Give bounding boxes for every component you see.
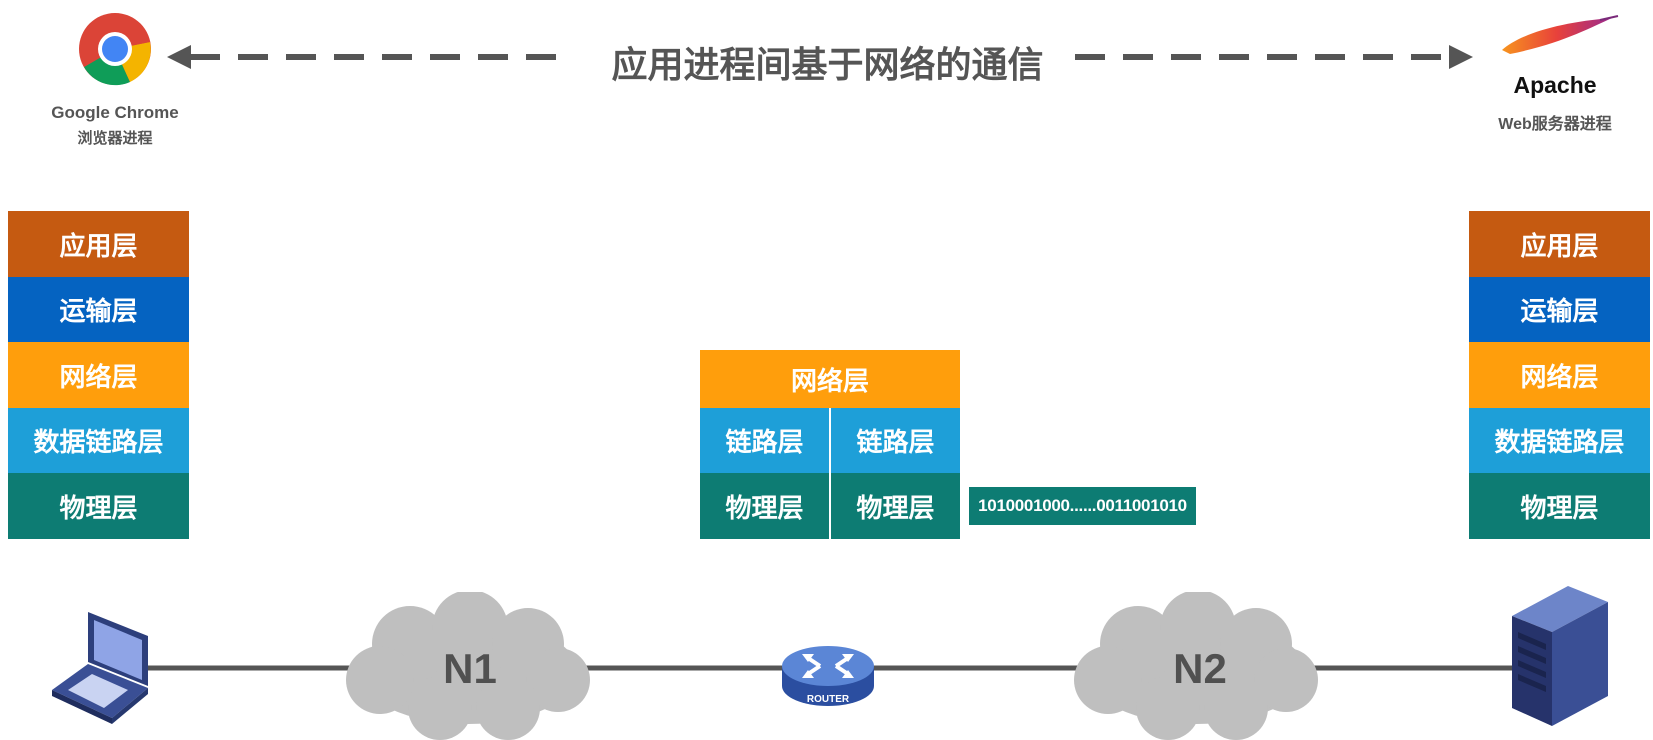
left-app-name: Google Chrome <box>51 103 179 122</box>
laptop-icon <box>52 612 148 724</box>
left-network-layer: 网络层 <box>8 342 189 408</box>
right-transport-layer: 运输层 <box>1469 277 1650 342</box>
bitstream-label: 1010001000......0011001010 <box>969 487 1196 525</box>
right-application-layer: 应用层 <box>1469 211 1650 277</box>
router-link-layer-right: 链路层 <box>831 408 960 473</box>
left-physical-layer: 物理层 <box>8 473 189 539</box>
chrome-logo-icon <box>78 12 152 86</box>
right-physical-layer: 物理层 <box>1469 473 1650 539</box>
cloud-n1 <box>346 592 590 740</box>
server-icon <box>1512 586 1608 726</box>
router-physical-layer-left: 物理层 <box>700 473 829 539</box>
cloud-n2-label: N2 <box>1173 645 1227 692</box>
apache-feather-icon <box>1500 14 1620 58</box>
right-datalink-layer: 数据链路层 <box>1469 408 1650 473</box>
cloud-n2 <box>1074 592 1318 740</box>
cloud-n1-label: N1 <box>443 645 497 692</box>
right-network-layer: 网络层 <box>1469 342 1650 408</box>
communication-arrow <box>167 45 1473 69</box>
page-title: 应用进程间基于网络的通信 <box>611 45 1044 86</box>
router-physical-layer-right: 物理层 <box>831 473 960 539</box>
left-app-desc: 浏览器进程 <box>77 130 153 147</box>
right-app-desc: Web服务器进程 <box>1498 116 1612 133</box>
router-network-layer: 网络层 <box>700 350 960 408</box>
router-label: ROUTER <box>806 694 850 705</box>
right-app-name: Apache <box>1513 72 1597 98</box>
router-link-layer-left: 链路层 <box>700 408 829 473</box>
left-transport-layer: 运输层 <box>8 277 189 342</box>
left-application-layer: 应用层 <box>8 211 189 277</box>
left-datalink-layer: 数据链路层 <box>8 408 189 473</box>
router-icon <box>782 646 874 706</box>
